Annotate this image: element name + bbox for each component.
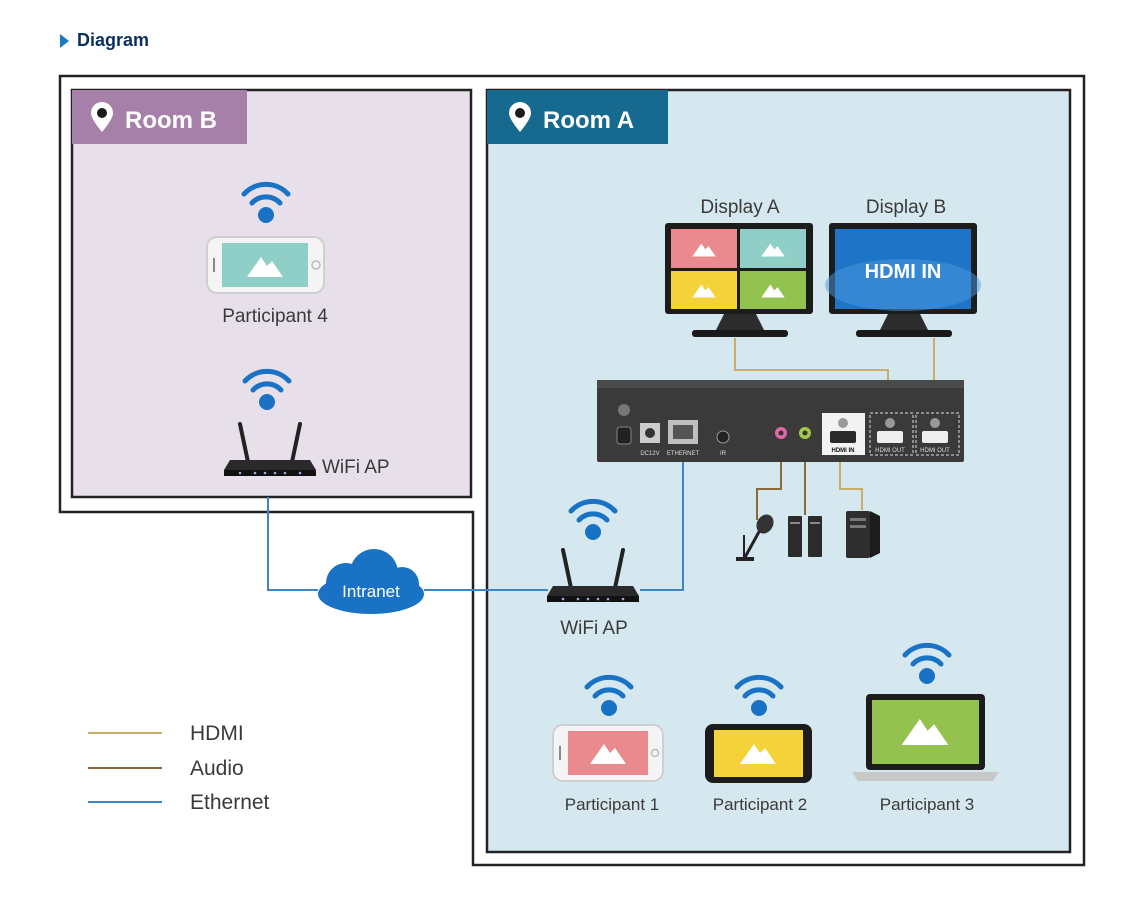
display-b-label: Display B: [866, 197, 946, 218]
section-heading: Diagram: [60, 30, 149, 51]
monitor-icon: [825, 223, 981, 337]
room-a-label: Room A: [543, 107, 634, 134]
room-b-label: Room B: [125, 107, 217, 134]
participant-1-label: Participant 1: [565, 795, 660, 814]
legend-hdmi-label: HDMI: [190, 722, 244, 745]
outer-frame: [58, 74, 1086, 867]
participant-4-label: Participant 4: [222, 306, 328, 327]
legend: HDMI Audio Ethernet: [88, 722, 270, 814]
microphone-icon: [736, 514, 774, 561]
legend-audio-label: Audio: [190, 757, 244, 780]
participant-3-label: Participant 3: [880, 795, 975, 814]
speaker-icon: [788, 516, 822, 557]
port-hdmi-out-2-label: HDMI OUT: [920, 448, 950, 454]
heading-text: Diagram: [77, 30, 150, 50]
presentation-switch-device: [597, 380, 964, 462]
tablet-icon: [705, 724, 812, 783]
legend-ethernet-label: Ethernet: [190, 791, 270, 814]
display-b-screen-text: HDMI IN: [865, 261, 942, 283]
display-a-label: Display A: [700, 197, 780, 218]
pc-tower-icon: [846, 511, 880, 558]
phone-icon: [206, 236, 325, 294]
wifi-ap-room-a-label: WiFi AP: [560, 618, 628, 639]
port-ir-label: IR: [720, 451, 727, 457]
wifi-ap-room-b-label: WiFi AP: [322, 457, 390, 478]
participant-2-label: Participant 2: [713, 795, 808, 814]
cloud-icon: [318, 549, 424, 614]
intranet-label: Intranet: [342, 582, 400, 601]
triangle-bullet-icon: [60, 33, 69, 48]
port-ethernet-label: ETHERNET: [667, 451, 700, 457]
port-hdmi-in-label: HDMI IN: [832, 448, 855, 454]
port-dc-label: DC12V: [640, 451, 659, 457]
laptop-icon: [852, 694, 999, 781]
port-hdmi-out-1-label: HDMI OUT: [875, 448, 905, 454]
monitor-icon: [665, 223, 813, 337]
phone-icon: [552, 724, 664, 782]
